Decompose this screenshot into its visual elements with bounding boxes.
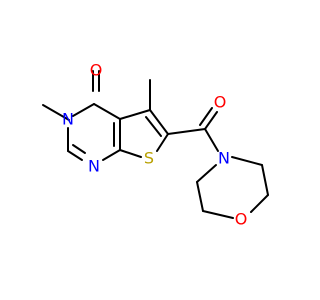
- bond-ccarbonyl-o-double: [199, 107, 213, 126]
- bond-c5-c6-double: [145, 116, 162, 137]
- bond-c4a-c5: [119, 109, 151, 120]
- oxygen-carbonyl-right-label: O: [214, 93, 227, 112]
- bond-c6-s: [156, 133, 169, 152]
- bond-s-c7a: [119, 149, 142, 158]
- atom-labels: O N N S O N O: [62, 61, 247, 229]
- bond-c6-ccarbonyl: [167, 128, 206, 135]
- bond-c-c-right: [261, 164, 269, 196]
- bond-c-n-left: [196, 164, 217, 183]
- bond-ccarbonyl-n: [204, 128, 219, 152]
- oxygen-carbonyl-left-label: O: [90, 61, 103, 80]
- oxygen-morpholine-label: O: [235, 210, 248, 229]
- molecule-structure-diagram: O N N S O N O: [42, 61, 269, 229]
- bond-c4-n3: [72, 103, 95, 117]
- bond-ccarbonyl-o: [204, 111, 218, 130]
- bond-c-o-right: [250, 194, 269, 213]
- bond-n-c-right: [231, 156, 263, 166]
- nitrogen-morpholine-label: N: [218, 149, 230, 168]
- bond-c4-c4a: [93, 103, 121, 120]
- bond-c2-n1: [67, 150, 83, 161]
- sulfur-thiophene-label: S: [144, 149, 154, 168]
- nitrogen-ring-methyl-label: N: [62, 110, 74, 129]
- bond-n1-c7a: [102, 149, 121, 161]
- bond-c5-c6: [149, 109, 169, 135]
- bond-o-c-left: [202, 210, 234, 219]
- bond-n3-methyl: [42, 104, 70, 121]
- bonds: [42, 70, 269, 219]
- bond-c2-n1-double: [72, 144, 86, 154]
- nitrogen-ring-lower-label: N: [88, 157, 100, 176]
- bond-c-c-left: [196, 181, 204, 212]
